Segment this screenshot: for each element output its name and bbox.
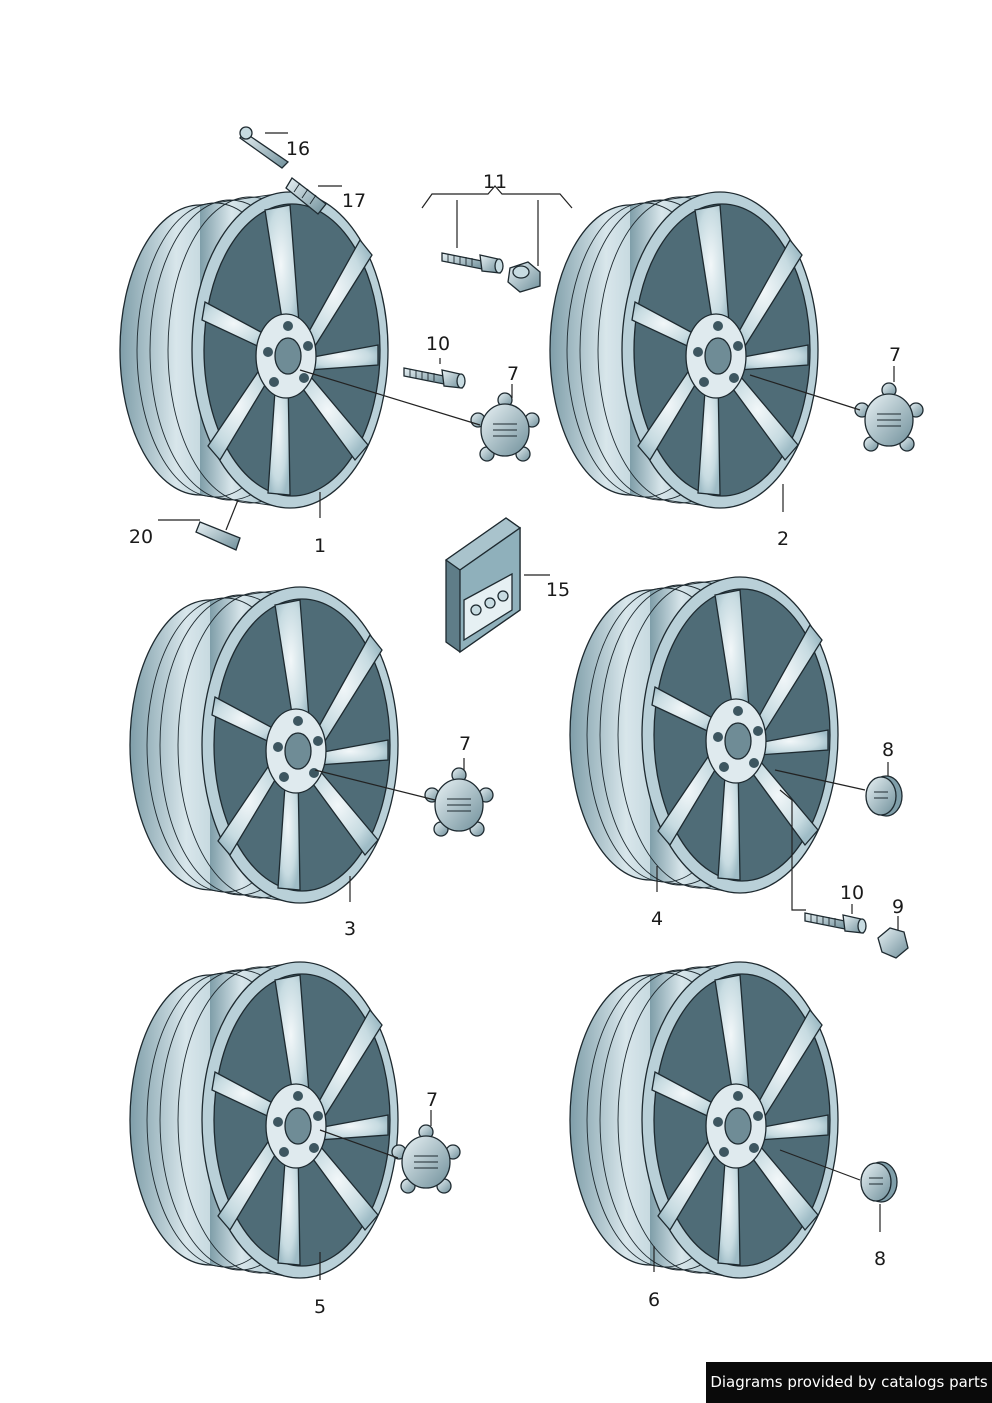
lock-bolt-kit [444, 517, 522, 654]
label-wheel-5: 5 [314, 1296, 326, 1318]
label-cap-b: 7 [889, 344, 901, 366]
leader-lines [158, 132, 899, 1280]
round-cap-top [865, 775, 903, 817]
label-valve-17: 17 [342, 190, 366, 212]
label-bolt-set: 11 [483, 171, 507, 193]
label-cap-a: 7 [507, 363, 519, 385]
wheel-2 [549, 191, 819, 509]
label-wheel-6: 6 [648, 1289, 660, 1311]
footer-credit: Diagrams provided by catalogs parts [706, 1362, 992, 1403]
label-cap-c: 7 [459, 733, 471, 755]
label-cap-8-bottom: 8 [874, 1248, 886, 1270]
wheel-6 [569, 961, 839, 1279]
wheel-5 [129, 961, 399, 1279]
label-bolt-a: 10 [426, 333, 450, 355]
round-cap-bottom [860, 1161, 898, 1203]
bolt-set [441, 252, 541, 293]
wheel-bolt-b [804, 912, 867, 934]
label-wheel-4: 4 [651, 908, 663, 930]
label-cap-d: 7 [426, 1089, 438, 1111]
balance-weight [195, 521, 241, 551]
label-cap-8-top: 8 [882, 739, 894, 761]
center-cap-d [391, 1124, 461, 1194]
label-lock-kit: 15 [546, 579, 570, 601]
center-cap-b [854, 382, 924, 452]
wheel-bolt-a [403, 367, 466, 389]
nut-cap [877, 927, 909, 959]
center-cap-c [424, 767, 494, 837]
label-wheel-1: 1 [314, 535, 326, 557]
valve-17 [285, 177, 327, 215]
label-wheel-2: 2 [777, 528, 789, 550]
valve-16 [239, 126, 290, 169]
label-nut-cap: 9 [892, 896, 904, 918]
label-weight: 20 [129, 526, 153, 548]
label-valve-16: 16 [286, 138, 310, 160]
wheel-1 [119, 191, 389, 509]
wheel-4 [569, 576, 839, 894]
label-wheel-3: 3 [344, 918, 356, 940]
wheel-3 [129, 586, 399, 904]
label-bolt-b: 10 [840, 882, 864, 904]
center-cap-a [470, 392, 540, 462]
